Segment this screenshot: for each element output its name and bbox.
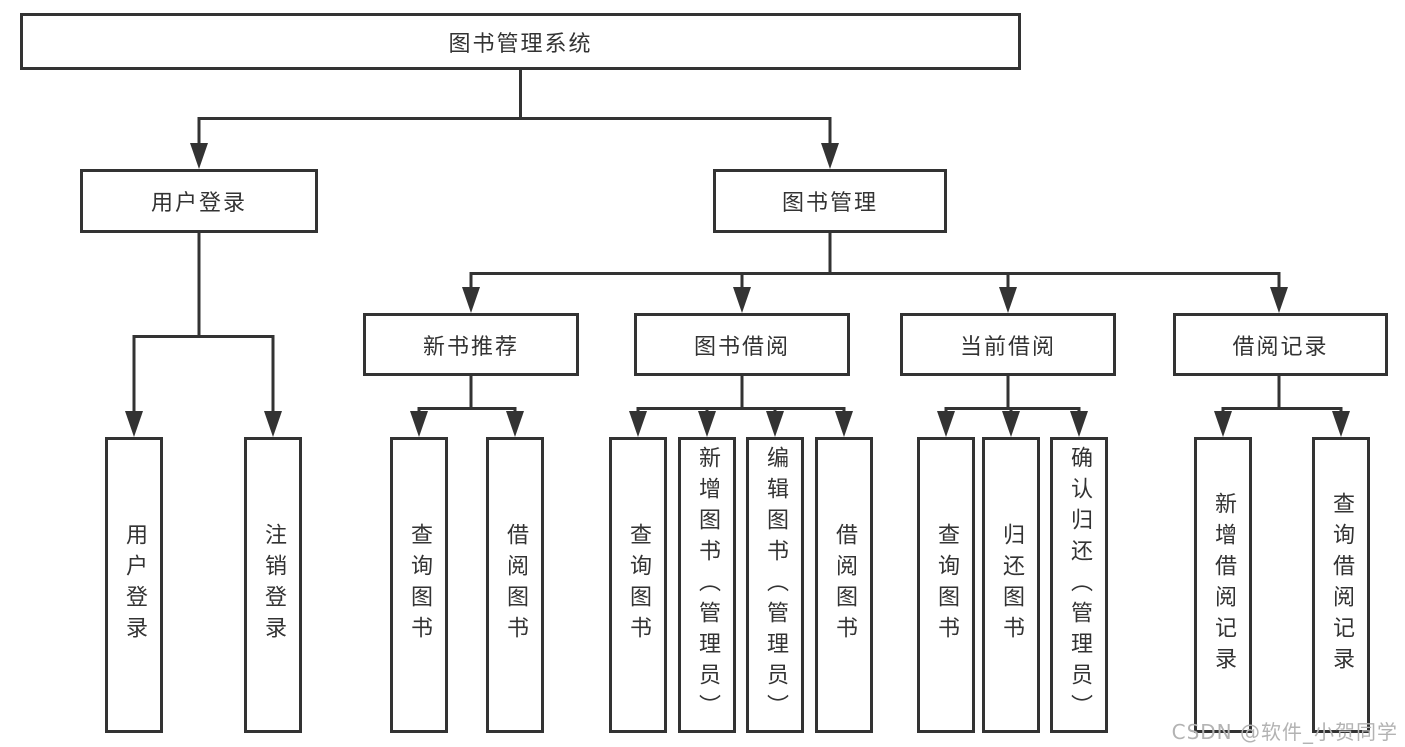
node-new-book-recommend: 新书推荐: [363, 313, 579, 376]
arrowheads: [125, 143, 1350, 437]
leaf-borrow-books-recommend: 借阅图书: [486, 437, 544, 733]
csdn-watermark: CSDN @软件_小贺同学: [1171, 720, 1398, 744]
leaf-add-book-admin: 新增图书（管理员）: [678, 437, 736, 733]
node-borrowing-records: 借阅记录: [1173, 313, 1388, 376]
leaf-add-borrow-record: 新增借阅记录: [1194, 437, 1252, 733]
node-book-management: 图书管理: [713, 169, 947, 233]
leaf-return-book: 归还图书: [982, 437, 1040, 733]
node-current-borrowing: 当前借阅: [900, 313, 1116, 376]
leaf-edit-book-admin: 编辑图书（管理员）: [746, 437, 804, 733]
leaf-query-books-current: 查询图书: [917, 437, 975, 733]
node-user-login: 用户登录: [80, 169, 318, 233]
node-book-borrowing: 图书借阅: [634, 313, 850, 376]
node-library-management-system: 图书管理系统: [20, 13, 1021, 70]
leaf-query-books-recommend: 查询图书: [390, 437, 448, 733]
leaf-user-login: 用户登录: [105, 437, 163, 733]
leaf-logout: 注销登录: [244, 437, 302, 733]
leaf-borrow-books: 借阅图书: [815, 437, 873, 733]
leaf-confirm-return-admin: 确认归还（管理员）: [1050, 437, 1108, 733]
leaf-query-books-borrowing: 查询图书: [609, 437, 667, 733]
leaf-query-borrow-record: 查询借阅记录: [1312, 437, 1370, 733]
